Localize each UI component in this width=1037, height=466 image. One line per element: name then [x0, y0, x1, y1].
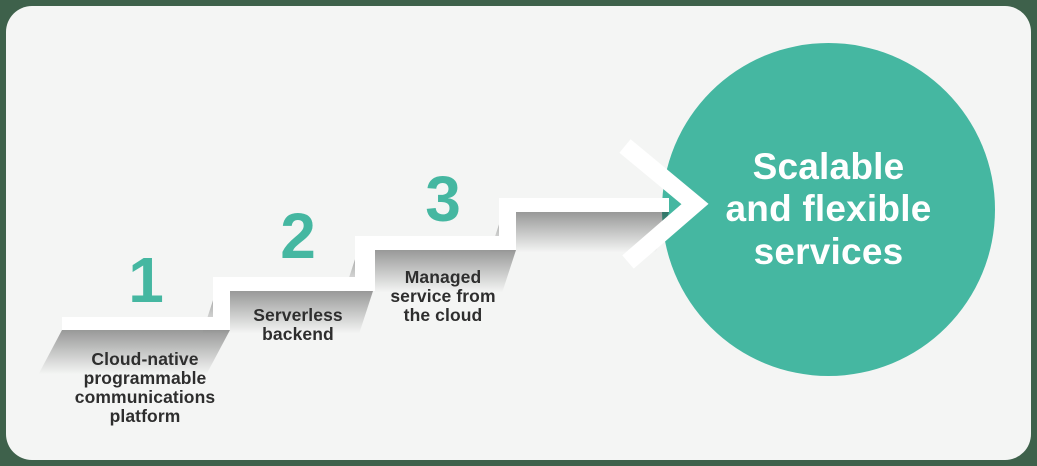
step-2-label: Serverless backend: [253, 305, 343, 344]
step-1-label: Cloud-native programmable communications…: [74, 349, 216, 426]
step-3-number: 3: [425, 163, 461, 235]
arrow-shaft: [499, 198, 669, 212]
step-2-number: 2: [280, 200, 316, 272]
step-1-number: 1: [128, 244, 164, 316]
step-3-label: Managed service from the cloud: [390, 267, 496, 325]
result-circle: Scalable and flexible services: [662, 43, 995, 376]
result-label: Scalable and flexible services: [725, 145, 932, 272]
step-2-tread: [213, 277, 373, 291]
step-1-tread: [62, 317, 230, 330]
step-3-tread: [355, 236, 516, 250]
